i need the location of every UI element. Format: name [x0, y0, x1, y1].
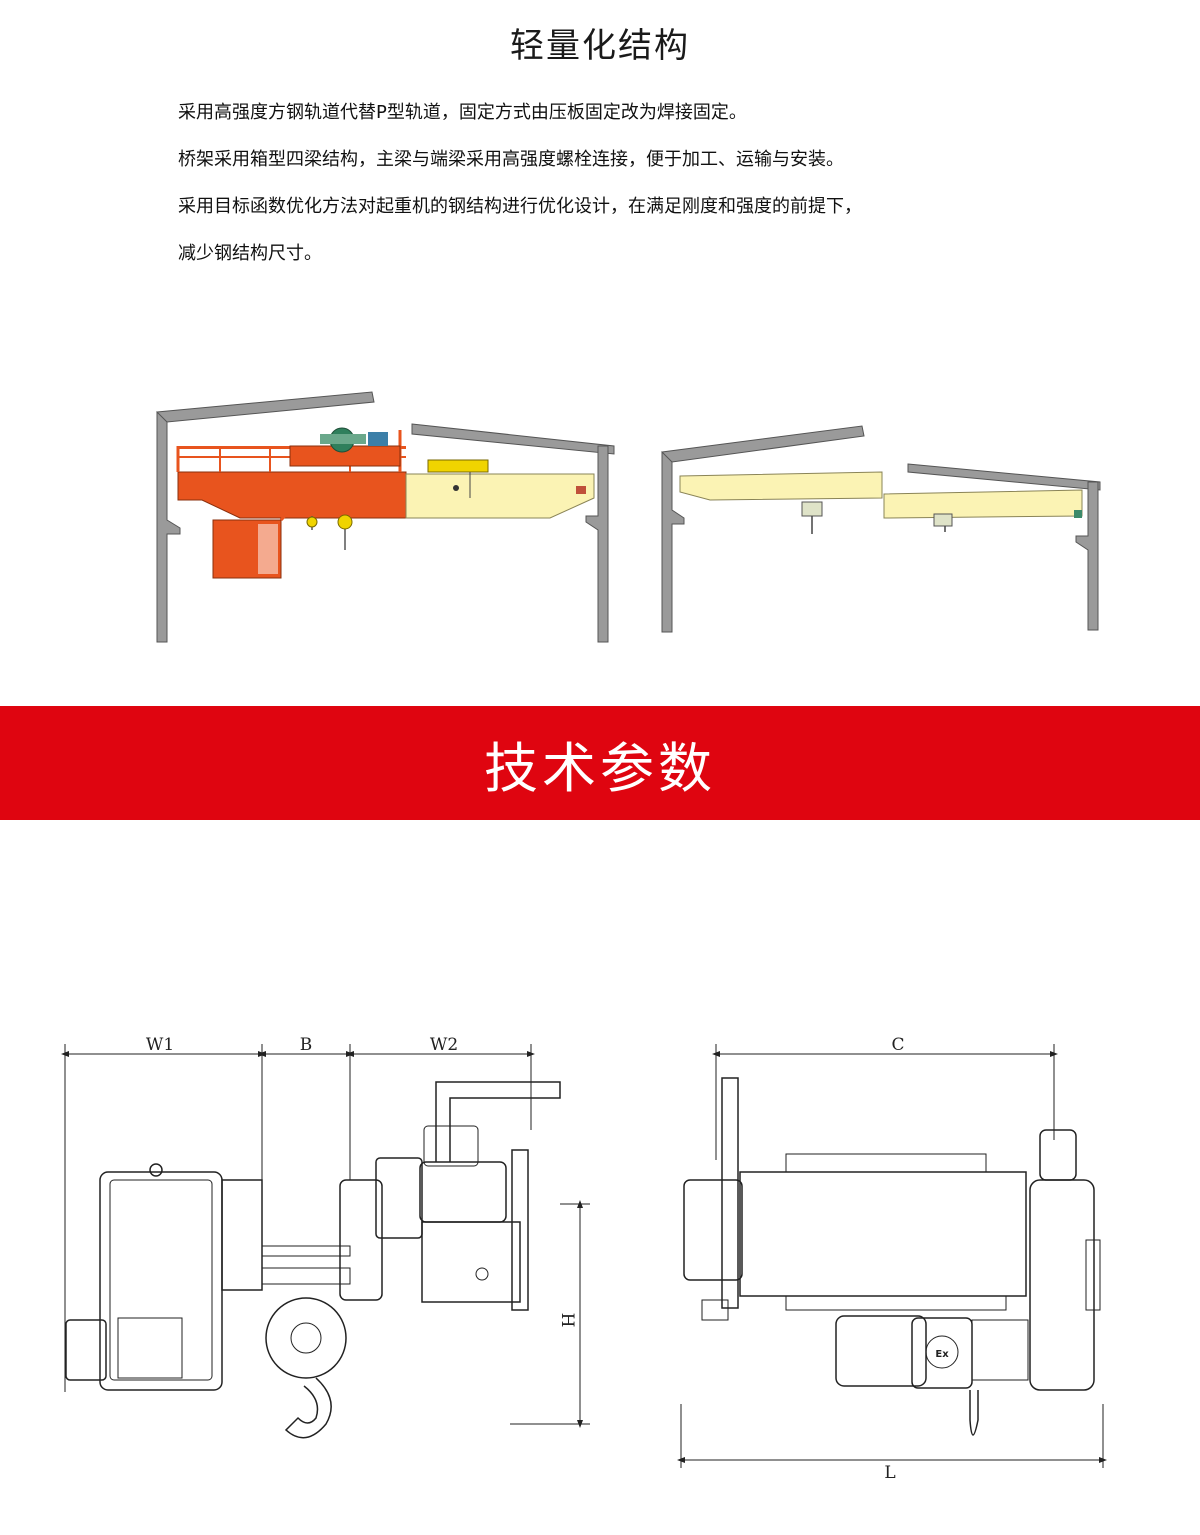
dim-label-w1: W1 [146, 1035, 174, 1055]
paragraph: 采用高强度方钢轨道代替P型轨道，固定方式由压板固定改为焊接固定。 [178, 102, 747, 123]
paragraph: 采用目标函数优化方法对起重机的钢结构进行优化设计，在满足刚度和强度的前提下， [178, 196, 862, 217]
dim-label-l: L [884, 1463, 895, 1483]
description: 采用高强度方钢轨道代替P型轨道，固定方式由压板固定改为焊接固定。 桥架采用箱型四… [178, 100, 1078, 288]
dim-label-h: H [557, 1313, 577, 1328]
section-title: 轻量化结构 [510, 26, 690, 66]
dimension-drawings: W1 B W2 H C L Ex [61, 1035, 1107, 1483]
paragraph: 减少钢结构尺寸。 [178, 243, 322, 264]
old-crane [176, 427, 595, 579]
section-banner: 技术参数 [0, 706, 1200, 820]
ex-badge: Ex [935, 1349, 949, 1360]
side-view-drawing [677, 1044, 1107, 1468]
dim-label-w2: W2 [430, 1035, 458, 1055]
left-building [155, 391, 615, 643]
front-view-drawing [61, 1044, 590, 1439]
paragraph: 桥架采用箱型四梁结构，主梁与端梁采用高强度螺栓连接，便于加工、运输与安装。 [178, 149, 844, 170]
right-building [660, 425, 1101, 633]
crane-comparison-illustration [155, 391, 1101, 643]
banner-title: 技术参数 [484, 736, 716, 800]
dim-label-c: C [891, 1035, 904, 1055]
dim-label-b: B [300, 1035, 313, 1055]
new-crane [679, 471, 1083, 534]
